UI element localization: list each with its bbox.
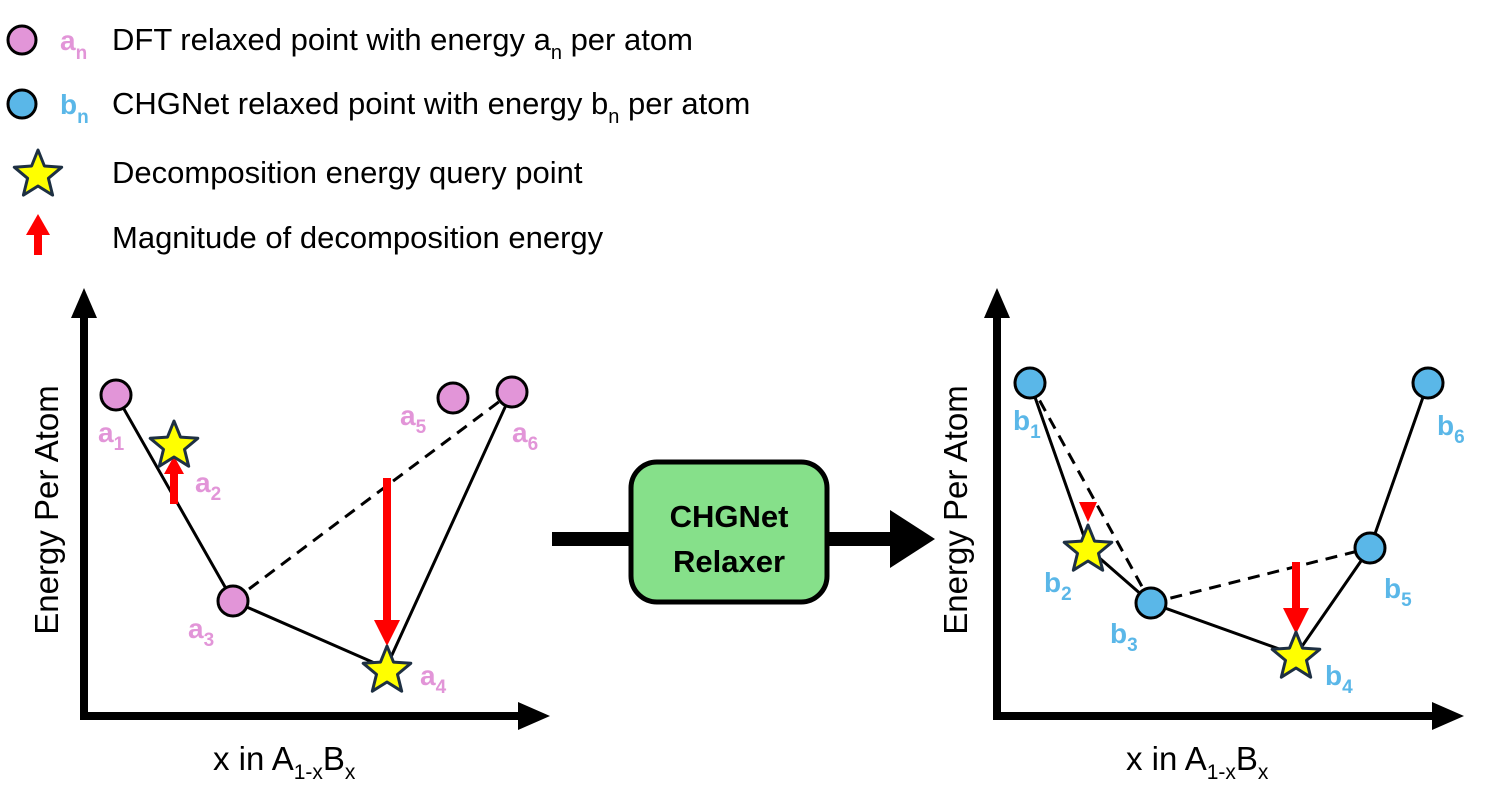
- point-b1: [1013, 366, 1047, 400]
- label-a5: a5: [400, 400, 427, 438]
- label-a3: a3: [188, 613, 214, 651]
- label-b2: b2: [1044, 567, 1072, 605]
- star-b2-icon: [1062, 523, 1114, 572]
- legend-star-text: Decomposition energy query point: [112, 155, 583, 190]
- left-xlabel: x in A1-xBx: [213, 740, 356, 784]
- star-a2-icon: [148, 419, 200, 468]
- relaxer-box-line2: Relaxer: [673, 544, 785, 579]
- right-arrow-b4: [1283, 562, 1309, 634]
- legend-red-arrow-icon: [26, 214, 50, 255]
- legend-star-icon: [12, 148, 64, 197]
- label-a2: a2: [195, 467, 221, 505]
- left-y-axis-arrowhead: [71, 288, 97, 318]
- label-b1: b1: [1013, 405, 1041, 443]
- label-a4: a4: [420, 660, 447, 698]
- left-ylabel: Energy Per Atom: [28, 385, 65, 634]
- label-a1: a1: [98, 417, 125, 455]
- right-arrow-b2: [1079, 502, 1097, 522]
- left-arrow-a2: [164, 456, 184, 504]
- left-plot: Energy Per Atom x in A1-xBx a1 a2 a3 a4 …: [28, 288, 550, 784]
- right-xlabel: x in A1-xBx: [1126, 740, 1269, 784]
- right-hull-line: [1028, 382, 1430, 657]
- left-dashed-line: [232, 390, 513, 603]
- label-b6: b6: [1437, 410, 1465, 448]
- point-a1: [99, 378, 133, 412]
- point-a6: [495, 375, 529, 409]
- right-dashed-line-2: [1150, 546, 1371, 605]
- flow-line-out: [825, 532, 895, 546]
- legend-arrow-text: Magnitude of decomposition energy: [112, 220, 604, 255]
- right-y-axis-arrowhead: [984, 288, 1010, 318]
- right-plot: Energy Per Atom x in A1-xBx b1 b2 b3 b4 …: [937, 288, 1465, 784]
- relaxer-flow: CHGNet Relaxer: [552, 459, 935, 605]
- point-b3: [1134, 586, 1168, 620]
- legend-chgnet-label: bn: [60, 89, 89, 128]
- star-a4-icon: [361, 644, 413, 693]
- relaxer-box: CHGNet Relaxer: [628, 459, 830, 605]
- left-x-axis-arrowhead: [518, 702, 550, 730]
- right-dashed-line-1: [1028, 382, 1153, 604]
- left-arrow-a4: [374, 478, 400, 646]
- legend: an DFT relaxed point with energy an per …: [6, 22, 750, 255]
- legend-chgnet-text: CHGNet relaxed point with energy bn per …: [112, 86, 750, 128]
- label-b3: b3: [1110, 618, 1138, 656]
- star-b4-icon: [1270, 630, 1322, 679]
- legend-dft-label: an: [60, 25, 87, 64]
- right-x-axis-arrowhead: [1432, 702, 1464, 730]
- legend-dft-text: DFT relaxed point with energy an per ato…: [112, 22, 693, 64]
- point-a5: [436, 381, 470, 415]
- right-ylabel: Energy Per Atom: [937, 385, 974, 634]
- label-a6: a6: [512, 417, 538, 455]
- legend-pink-circle-icon: [6, 24, 38, 56]
- point-a3: [216, 584, 250, 618]
- legend-blue-circle-icon: [6, 88, 38, 120]
- point-b6: [1411, 366, 1445, 400]
- label-b4: b4: [1325, 660, 1353, 698]
- label-b5: b5: [1384, 573, 1412, 611]
- point-b5: [1353, 531, 1387, 565]
- flow-line-in: [552, 532, 634, 546]
- relaxer-box-line1: CHGNet: [670, 499, 789, 534]
- flow-arrowhead-icon: [890, 510, 935, 568]
